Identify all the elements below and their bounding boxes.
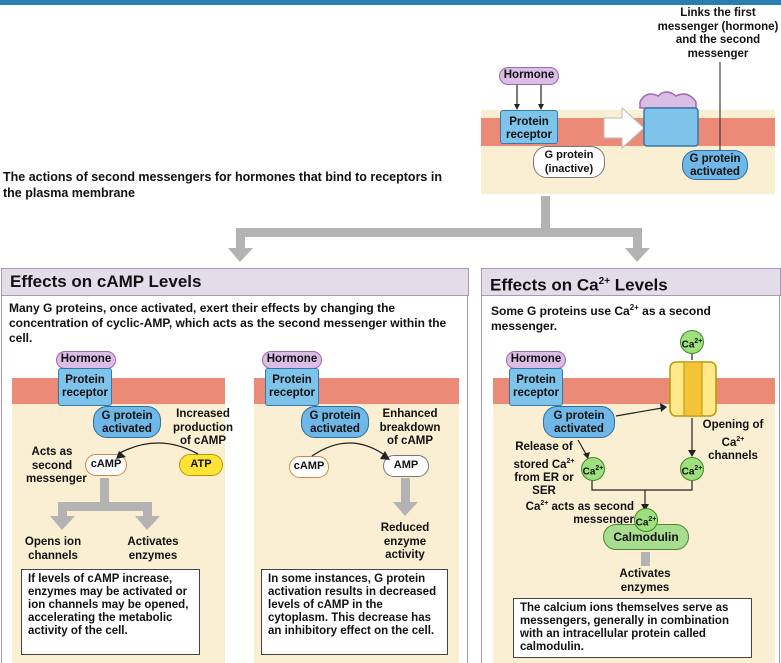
camp-left-acts-as: Acts as second messenger [26,446,87,485]
calcium-g-protein: G protein activated [543,406,615,438]
camp-right-note: In some instances, G protein activation … [261,569,448,655]
overview-g-protein-inactive: G protein (inactive) [533,146,605,178]
camp-right-amp: AMP [383,455,429,477]
camp-right-receptor: Protein receptor [265,368,319,406]
camp-left-activates-enzymes: Activates enzymes [127,536,179,562]
calcium-ion-bound: Ca2+ [634,508,658,532]
camp-left-atp: ATP [179,454,223,476]
camp-left-increased: Increased production of cAMP [172,408,234,447]
camp-left-camp: cAMP [85,454,127,476]
camp-left-receptor: Protein receptor [58,368,112,406]
overview-link-note: Links the first messenger (hormone) and … [657,7,779,60]
top-bar [0,0,781,5]
camp-heading: Effects on cAMP Levels [1,268,469,296]
camp-right-hormone: Hormone [262,351,322,369]
camp-right-reduced: Reduced enzyme activity [380,522,430,561]
calcium-hormone: Hormone [506,351,566,369]
calcium-description: Some G proteins use Ca2+ as a second mes… [491,303,711,333]
camp-right-camp: cAMP [289,456,329,478]
calcium-acts-label: Ca2+ acts as second messenger [525,500,634,527]
camp-right-g-protein: G protein activated [301,406,369,438]
calcium-ion-outside: Ca2+ [680,330,704,354]
camp-left-g-protein: G protein activated [93,406,161,438]
calcium-activates-enzymes: Activates enzymes [619,568,671,594]
camp-right-enhanced: Enhanced breakdown of cAMP [379,408,441,447]
calcium-release-label: Release of stored Ca2+ from ER or SER [513,441,575,498]
calcium-heading: Effects on Ca2+ Levels [481,268,781,296]
camp-left-opens-ion-channels: Opens ion channels [24,536,82,562]
intro-title: The actions of second messengers for hor… [3,170,442,200]
calcium-note: The calcium ions themselves serve as mes… [513,598,752,658]
camp-left-membrane [12,378,225,404]
overview-g-protein-activated: G protein activated [682,150,748,180]
overview-protein-receptor: Protein receptor [500,110,558,144]
camp-description: Many G proteins, once activated, exert t… [9,301,447,345]
calcium-receptor: Protein receptor [509,368,563,406]
calcium-opening-label: Opening of Ca2+ channels [702,419,764,462]
camp-left-note: If levels of cAMP increase, enzymes may … [21,569,200,655]
calcium-ion-released: Ca2+ [581,457,605,481]
calcium-ion-channel: Ca2+ [680,457,704,481]
overview-hormone: Hormone [499,67,559,85]
